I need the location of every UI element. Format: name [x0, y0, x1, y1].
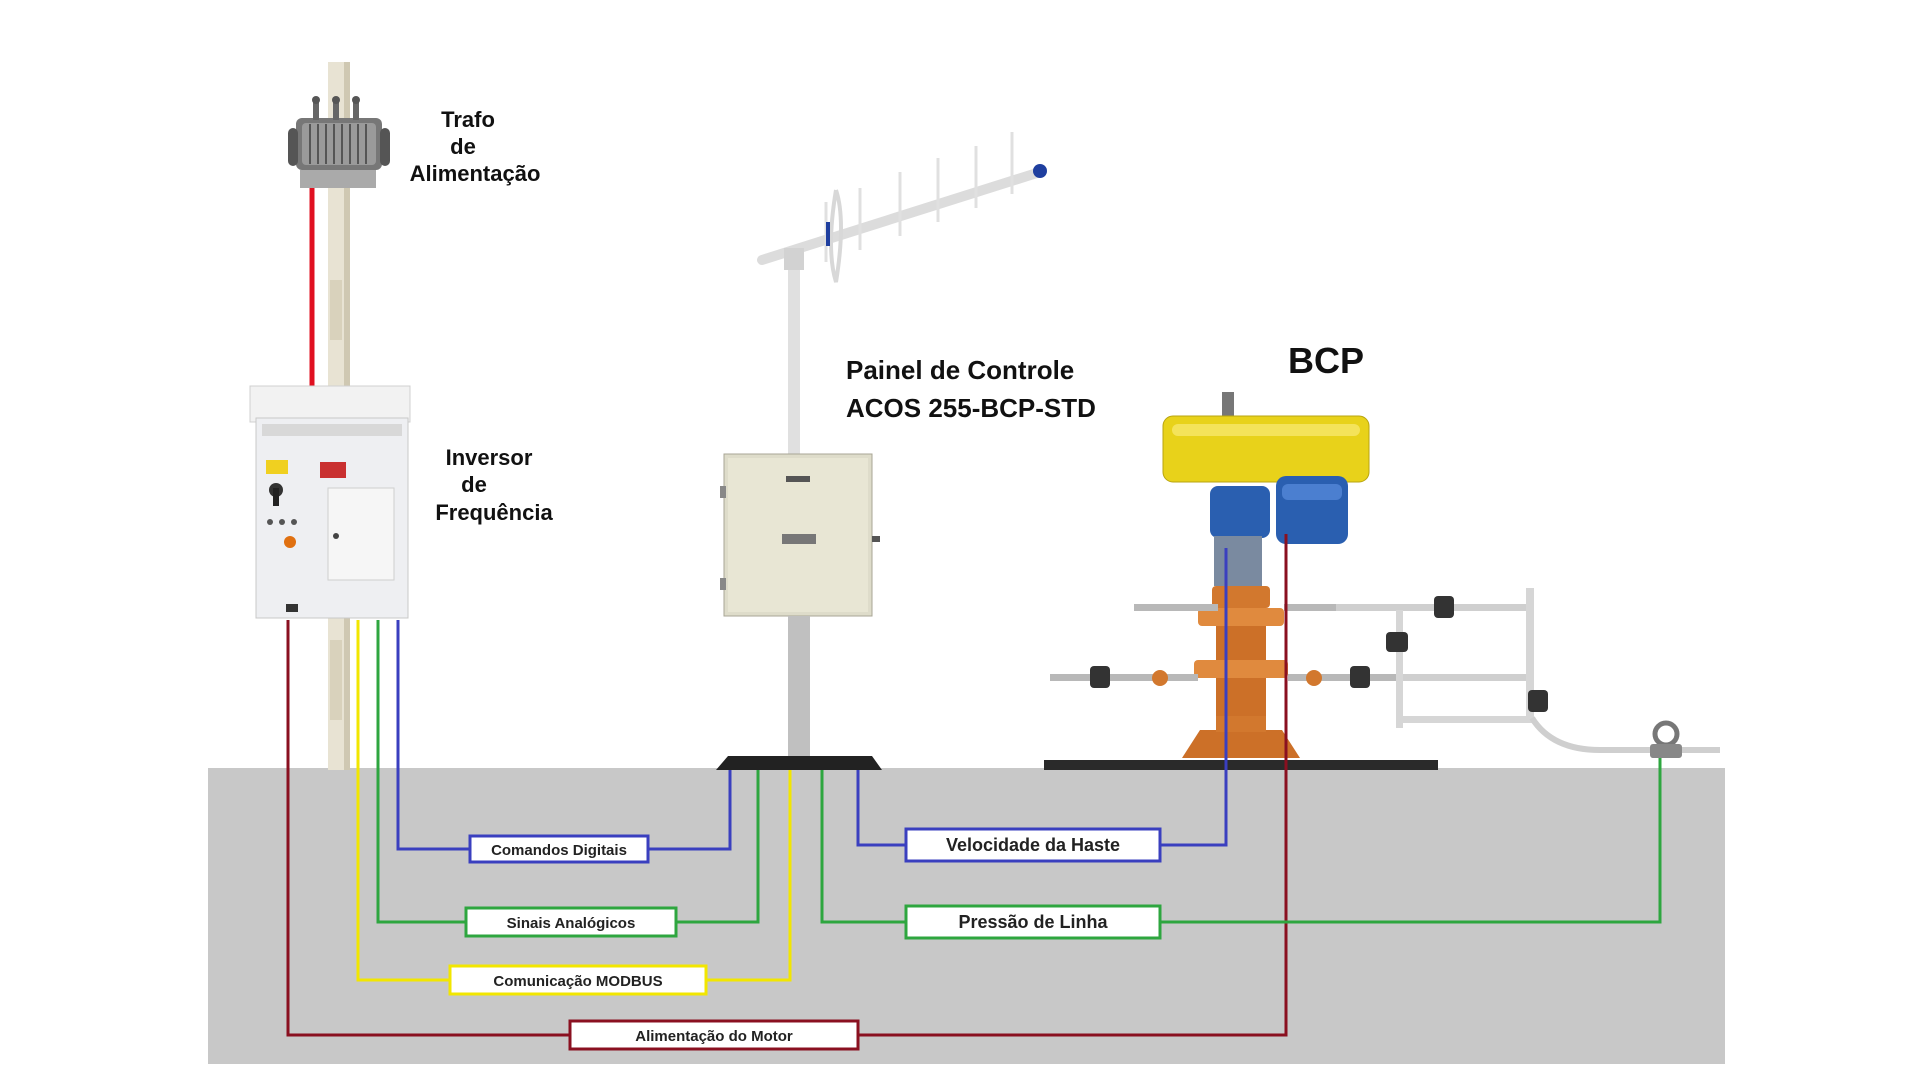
pressure-sensor — [1650, 720, 1682, 758]
label-pressao-linha: Pressão de Linha — [958, 912, 1108, 932]
heading-painel-line-2: ACOS 255-BCP-STD — [846, 393, 1096, 423]
wire-pressao-linha — [820, 770, 906, 924]
heading-inversor-line-3: Frequência — [435, 500, 553, 525]
wire-comunicacao-modbus — [356, 620, 450, 982]
yagi-antenna — [757, 132, 1047, 462]
label-box-alimentacao-motor: Alimentação do Motor — [568, 1019, 860, 1051]
transformer-icon — [288, 96, 390, 188]
heading-inversor: Inversor de Frequência — [435, 445, 553, 525]
panel-base — [716, 756, 882, 770]
label-box-velocidade-haste: Velocidade da Haste — [904, 827, 1162, 863]
wire-comandos-digitais — [396, 620, 470, 851]
inverter-cabinet — [249, 385, 411, 619]
wire-comunicacao-modbus-panel — [706, 770, 792, 982]
heading-bcp: BCP — [1288, 340, 1364, 381]
label-box-sinais-analogicos: Sinais Analógicos — [464, 906, 678, 938]
heading-inversor-line-1: Inversor — [446, 445, 533, 470]
label-comandos-digitais: Comandos Digitais — [491, 842, 627, 859]
label-box-pressao-linha: Pressão de Linha — [904, 904, 1162, 940]
wire-alimentacao-motor-pump — [858, 534, 1288, 1037]
heading-trafo-line-1: Trafo — [441, 107, 495, 132]
pcp-drive-head — [1162, 392, 1370, 586]
wire-velocidade-haste-pump — [1160, 548, 1228, 847]
heading-trafo-line-3: Alimentação — [410, 161, 541, 186]
label-velocidade-haste: Velocidade da Haste — [946, 835, 1120, 855]
wire-sinais-analogicos-panel — [676, 770, 760, 924]
label-sinais-analogicos: Sinais Analógicos — [507, 915, 636, 932]
heading-trafo: Trafo de Alimentação — [410, 107, 541, 186]
heading-inversor-line-2: de — [461, 472, 487, 497]
heading-painel: Painel de Controle ACOS 255-BCP-STD — [846, 355, 1096, 423]
label-box-comunicacao-modbus: Comunicação MODBUS — [448, 964, 708, 996]
heading-trafo-line-2: de — [450, 134, 476, 159]
label-comunicacao-modbus: Comunicação MODBUS — [493, 973, 662, 990]
label-box-comandos-digitais: Comandos Digitais — [468, 834, 650, 864]
wellhead-assembly — [1044, 586, 1720, 770]
wire-velocidade-haste — [856, 770, 906, 847]
heading-painel-line-1: Painel de Controle — [846, 355, 1074, 385]
wire-comandos-digitais-panel — [648, 770, 732, 851]
panel-mast — [788, 616, 810, 756]
label-alimentacao-motor: Alimentação do Motor — [635, 1028, 793, 1045]
wire-alimentacao-motor — [286, 620, 570, 1037]
wire-pressao-linha-sensor — [1160, 758, 1662, 924]
control-panel-box — [720, 453, 880, 617]
wire-sinais-analogicos — [376, 620, 466, 924]
